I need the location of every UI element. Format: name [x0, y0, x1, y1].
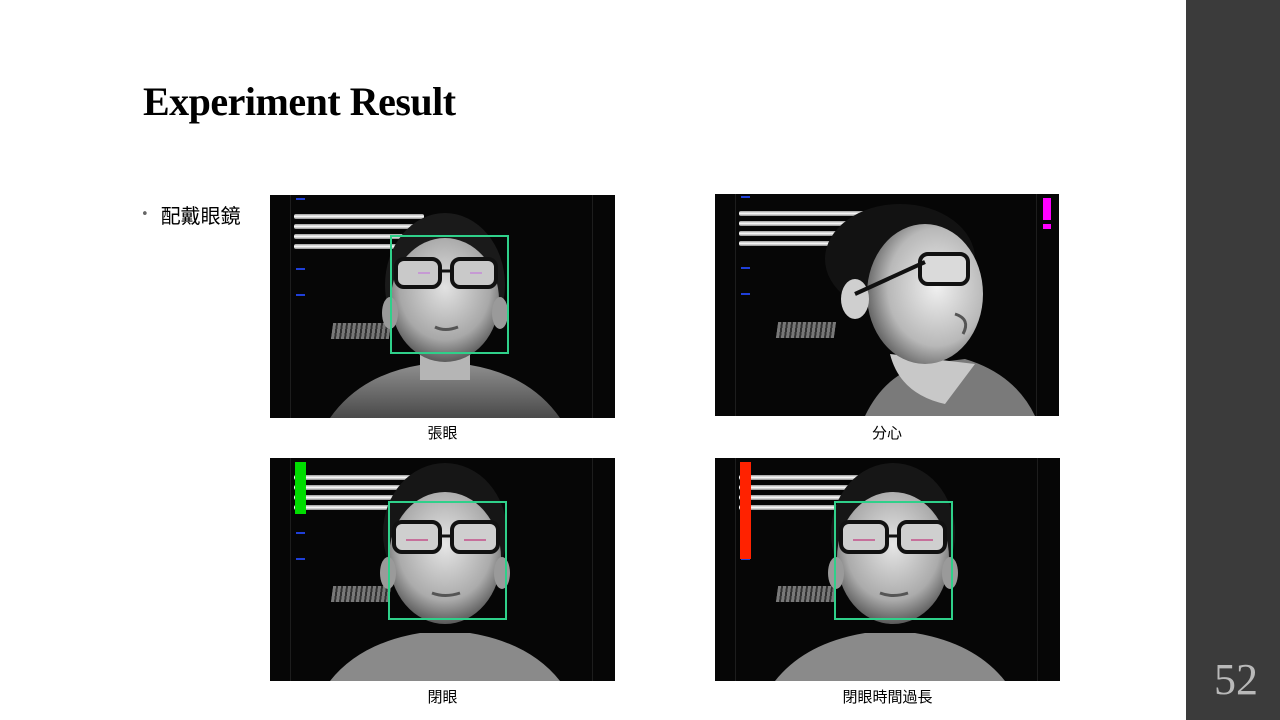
- bullet-dot-icon: •: [141, 207, 149, 222]
- bullet-text: 配戴眼鏡: [160, 204, 241, 228]
- face-detection-box: [390, 235, 509, 354]
- eyes-closed-too-long-indicator-bar: [740, 462, 751, 559]
- ceiling-lights: [294, 209, 454, 249]
- caption-eyes-closed: 閉眼: [427, 688, 458, 706]
- side-bar: [1186, 0, 1280, 720]
- distraction-indicator-bar: [1043, 198, 1051, 220]
- distraction-indicator-dot: [1043, 224, 1051, 229]
- marker-ticks: [296, 458, 306, 681]
- camera-frame-eyes-closed-too-long: [715, 458, 1060, 681]
- slide-number: 52: [1214, 655, 1258, 704]
- caption-eyes-closed-too-long: 閉眼時間過長: [842, 688, 933, 706]
- caption-distracted: 分心: [871, 424, 902, 442]
- marker-ticks: [741, 194, 751, 416]
- person-photo: [330, 213, 560, 418]
- bullet-item: • 配戴眼鏡: [141, 200, 241, 229]
- caption-eyes-open: 張眼: [427, 424, 458, 442]
- person-photo: [775, 463, 1005, 681]
- face-detection-box: [388, 501, 507, 620]
- eyes-closed-indicator-bar: [295, 462, 306, 514]
- slide-title: Experiment Result: [143, 79, 456, 124]
- ceiling-lights: [294, 472, 454, 512]
- face-detection-box: [834, 501, 953, 620]
- camera-frame-eyes-open: [270, 195, 615, 418]
- camera-frame-distracted: [715, 194, 1059, 416]
- ceiling-lights: [739, 208, 899, 248]
- camera-frame-eyes-closed: [270, 458, 615, 681]
- marker-ticks: [296, 195, 306, 418]
- person-photo: [825, 204, 1035, 416]
- ceiling-lights: [739, 472, 899, 512]
